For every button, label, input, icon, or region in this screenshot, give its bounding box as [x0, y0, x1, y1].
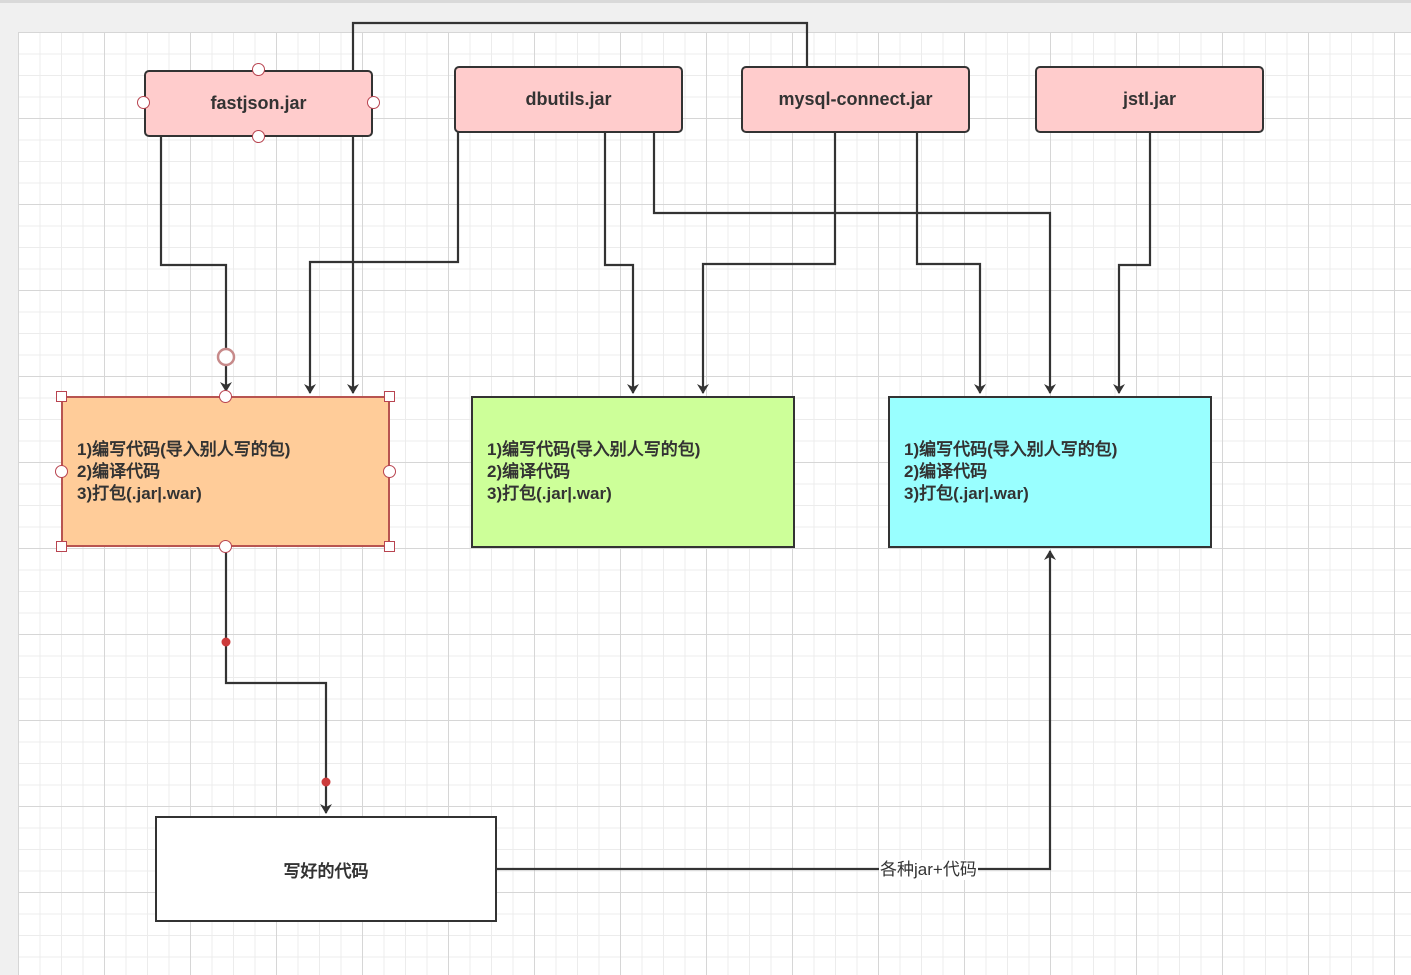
- edge-mysql-to-left-project[interactable]: [347, 21, 809, 394]
- resize-handle-left[interactable]: [55, 465, 68, 478]
- edge-dbutils-to-left-project[interactable]: [304, 131, 460, 394]
- dbutils-jar-label: dbutils.jar: [525, 89, 612, 109]
- written-code-node[interactable]: 写好的代码: [155, 816, 497, 922]
- dbutils-jar-node[interactable]: dbutils.jar: [454, 66, 683, 133]
- edge-mysql-to-right-project[interactable]: [915, 131, 986, 394]
- project-node-left[interactable]: 1)编写代码(导入别人写的包) 2)编译代码 3)打包(.jar|.war): [61, 396, 390, 547]
- resize-handle-bottom[interactable]: [219, 540, 232, 553]
- project-middle-line-2: 2)编译代码: [487, 462, 571, 481]
- edge-label-jars-plus-code: 各种jar+代码: [879, 860, 978, 880]
- written-code-label: 写好的代码: [283, 861, 369, 881]
- edge-dbutils-to-right-project[interactable]: [652, 131, 1056, 394]
- project-middle-line-3: 3)打包(.jar|.war): [487, 484, 612, 503]
- fastjson-jar-label: fastjson.jar: [210, 93, 307, 113]
- edge-code-to-right-project[interactable]: [497, 550, 1056, 871]
- edge-dbutils-to-middle-project[interactable]: [603, 131, 639, 394]
- edge-jstl-to-right-project[interactable]: [1113, 131, 1152, 394]
- project-node-middle[interactable]: 1)编写代码(导入别人写的包) 2)编译代码 3)打包(.jar|.war): [471, 396, 795, 548]
- project-right-line-2: 2)编译代码: [904, 462, 988, 481]
- connection-handle-left[interactable]: [137, 96, 150, 109]
- resize-handle-top[interactable]: [219, 390, 232, 403]
- project-left-line-3: 3)打包(.jar|.war): [77, 483, 202, 503]
- connection-handle-bottom[interactable]: [252, 130, 265, 143]
- resize-handle-right[interactable]: [383, 465, 396, 478]
- resize-handle-top-right[interactable]: [384, 391, 395, 402]
- resize-handle-top-left[interactable]: [56, 391, 67, 402]
- resize-handle-bottom-right[interactable]: [384, 541, 395, 552]
- edge-fastjson-to-left-project[interactable]: [159, 135, 232, 392]
- project-middle-line-1: 1)编写代码(导入别人写的包): [487, 440, 701, 459]
- project-right-line-1: 1)编写代码(导入别人写的包): [904, 440, 1118, 459]
- connection-handle-top[interactable]: [252, 63, 265, 76]
- jstl-jar-node[interactable]: jstl.jar: [1035, 66, 1264, 133]
- mysql-connect-jar-node[interactable]: mysql-connect.jar: [741, 66, 970, 133]
- connection-handle-right[interactable]: [367, 96, 380, 109]
- edge-left-project-to-code[interactable]: [224, 547, 332, 814]
- project-node-right[interactable]: 1)编写代码(导入别人写的包) 2)编译代码 3)打包(.jar|.war): [888, 396, 1212, 548]
- project-right-line-3: 3)打包(.jar|.war): [904, 484, 1029, 503]
- project-left-line-1: 1)编写代码(导入别人写的包): [77, 439, 291, 459]
- fastjson-jar-node[interactable]: fastjson.jar: [144, 70, 373, 137]
- resize-handle-bottom-left[interactable]: [56, 541, 67, 552]
- project-left-line-2: 2)编译代码: [77, 461, 161, 481]
- edge-mysql-to-middle-project[interactable]: [697, 131, 837, 394]
- edge-waypoints: [216, 347, 331, 787]
- jstl-jar-label: jstl.jar: [1122, 89, 1177, 109]
- top-border: [0, 0, 1411, 3]
- mysql-connect-jar-label: mysql-connect.jar: [778, 89, 933, 109]
